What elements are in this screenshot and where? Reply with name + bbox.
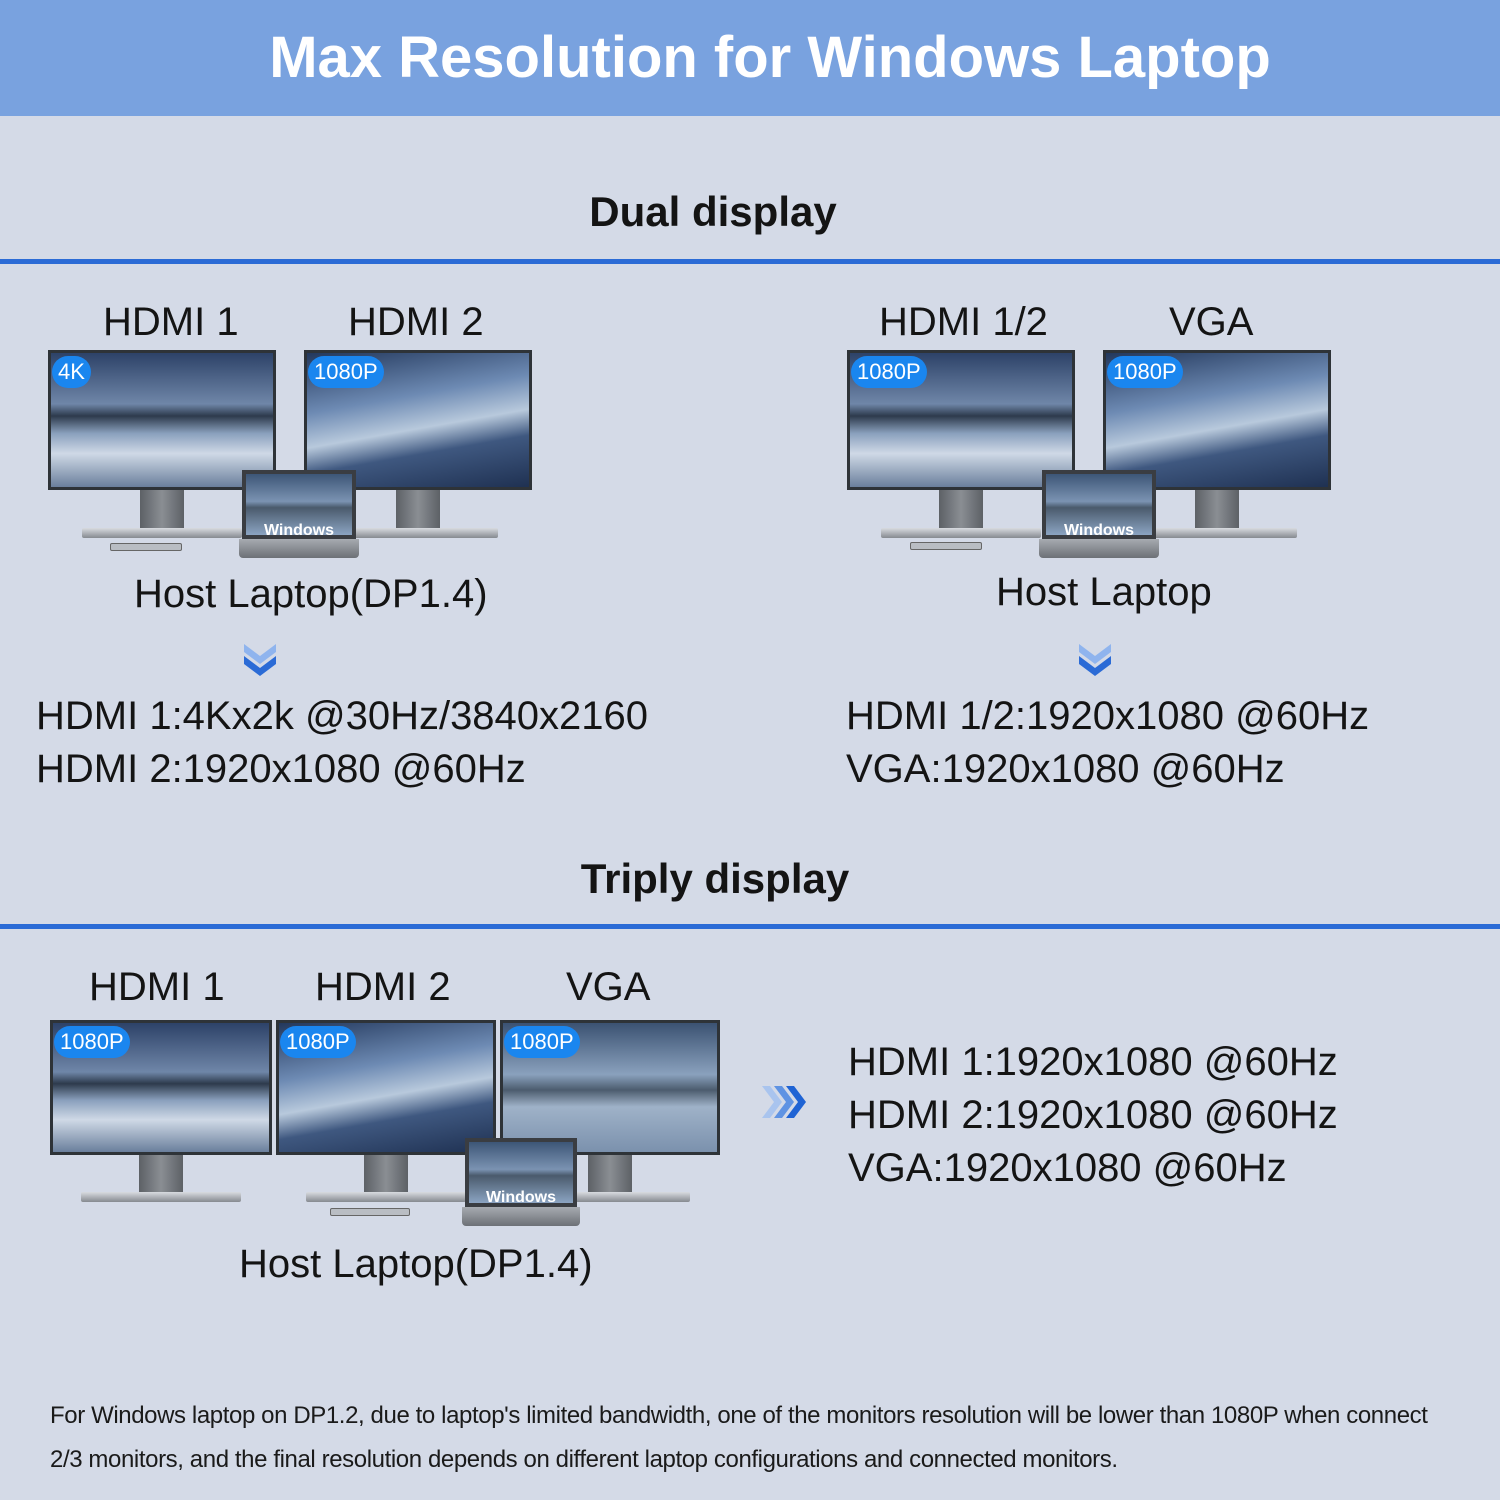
laptop: Windows	[1038, 470, 1160, 558]
resolution-badge: 1080P	[851, 356, 927, 388]
monitor: 4K	[48, 350, 276, 538]
divider	[0, 924, 1500, 929]
host-label: Host Laptop	[996, 570, 1212, 614]
resolution-badge: 1080P	[504, 1026, 580, 1058]
port-label: VGA	[566, 965, 651, 1009]
usb-hub	[110, 543, 182, 551]
footnote: For Windows laptop on DP1.2, due to lapt…	[50, 1394, 1470, 1482]
resolution-line: VGA:1920x1080 @60Hz	[846, 747, 1285, 791]
usb-hub	[330, 1208, 410, 1216]
chevron-right-icon	[762, 1086, 806, 1118]
monitor: 1080P	[276, 1020, 496, 1202]
resolution-badge: 1080P	[308, 356, 384, 388]
resolution-badge: 1080P	[54, 1026, 130, 1058]
chevron-down-icon	[244, 644, 276, 676]
resolution-line: HDMI 1/2:1920x1080 @60Hz	[846, 694, 1370, 738]
monitor: 1080P	[304, 350, 532, 538]
laptop: Windows	[238, 470, 360, 558]
laptop-screen-text: Windows	[1042, 470, 1156, 539]
laptop-screen-text: Windows	[465, 1138, 577, 1207]
monitor: 1080P	[1103, 350, 1331, 538]
resolution-line: HDMI 2:1920x1080 @60Hz	[848, 1093, 1338, 1137]
footnote-line: For Windows laptop on DP1.2, due to lapt…	[50, 1402, 1428, 1429]
resolution-badge: 4K	[52, 356, 91, 388]
monitor: 1080P	[500, 1020, 720, 1202]
resolution-badge: 1080P	[1107, 356, 1183, 388]
resolution-badge: 1080P	[280, 1026, 356, 1058]
port-label: HDMI 1/2	[879, 300, 1048, 344]
monitor: 1080P	[50, 1020, 272, 1202]
port-label: HDMI 2	[348, 300, 484, 344]
usb-hub	[910, 542, 982, 550]
page-header: Max Resolution for Windows Laptop	[0, 0, 1500, 116]
resolution-line: VGA:1920x1080 @60Hz	[848, 1146, 1287, 1190]
page-title: Max Resolution for Windows Laptop	[269, 25, 1271, 90]
resolution-line: HDMI 2:1920x1080 @60Hz	[36, 747, 526, 791]
port-label: HDMI 1	[103, 300, 239, 344]
resolution-line: HDMI 1:1920x1080 @60Hz	[848, 1040, 1338, 1084]
laptop-screen-text: Windows	[242, 470, 356, 539]
footnote-line: 2/3 monitors, and the final resolution d…	[50, 1446, 1118, 1473]
monitor: 1080P	[847, 350, 1075, 538]
host-label: Host Laptop(DP1.4)	[239, 1242, 593, 1286]
port-label: HDMI 2	[315, 965, 451, 1009]
laptop: Windows	[461, 1138, 581, 1226]
chevron-down-icon	[1079, 644, 1111, 676]
dual-display-heading: Dual display	[589, 188, 837, 235]
port-label: VGA	[1169, 300, 1254, 344]
resolution-line: HDMI 1:4Kx2k @30Hz/3840x2160	[36, 694, 649, 738]
host-label: Host Laptop(DP1.4)	[134, 572, 488, 616]
divider	[0, 259, 1500, 264]
triple-display-heading: Triply display	[580, 855, 850, 902]
port-label: HDMI 1	[89, 965, 225, 1009]
